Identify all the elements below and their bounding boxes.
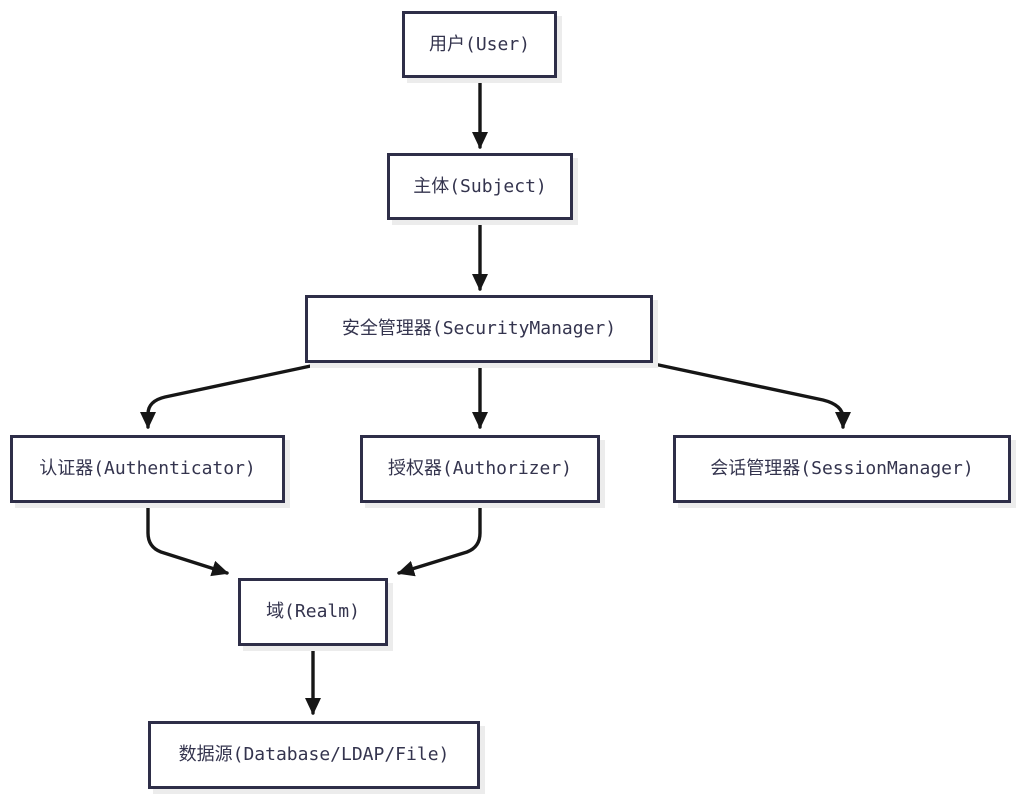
node-authenticator-label: 认证器(Authenticator) (39, 458, 256, 479)
node-realm-label: 域(Realm) (266, 601, 360, 622)
edge-authorizer-realm (397, 502, 482, 577)
node-security-manager-label: 安全管理器(SecurityManager) (341, 318, 617, 339)
node-realm: 域(Realm) (238, 578, 388, 646)
edge-securitymanager-sessionmanager (652, 362, 851, 429)
node-user-label: 用户(User) (428, 33, 531, 55)
node-datasource: 数据源(Database/LDAP/File) (148, 721, 480, 789)
node-security-manager: 安全管理器(SecurityManager) (305, 295, 653, 363)
node-subject-label: 主体(Subject) (413, 175, 547, 197)
node-authorizer: 授权器(Authorizer) (360, 435, 600, 503)
edge-authenticator-realm (146, 502, 229, 577)
node-user: 用户(User) (402, 11, 557, 78)
node-datasource-label: 数据源(Database/LDAP/File) (178, 744, 450, 765)
node-session-manager-label: 会话管理器(SessionManager) (710, 458, 974, 479)
node-subject: 主体(Subject) (387, 153, 573, 220)
node-authenticator: 认证器(Authenticator) (10, 435, 285, 503)
node-session-manager: 会话管理器(SessionManager) (673, 435, 1011, 503)
node-authorizer-label: 授权器(Authorizer) (387, 458, 573, 479)
edge-securitymanager-authenticator (140, 362, 322, 429)
